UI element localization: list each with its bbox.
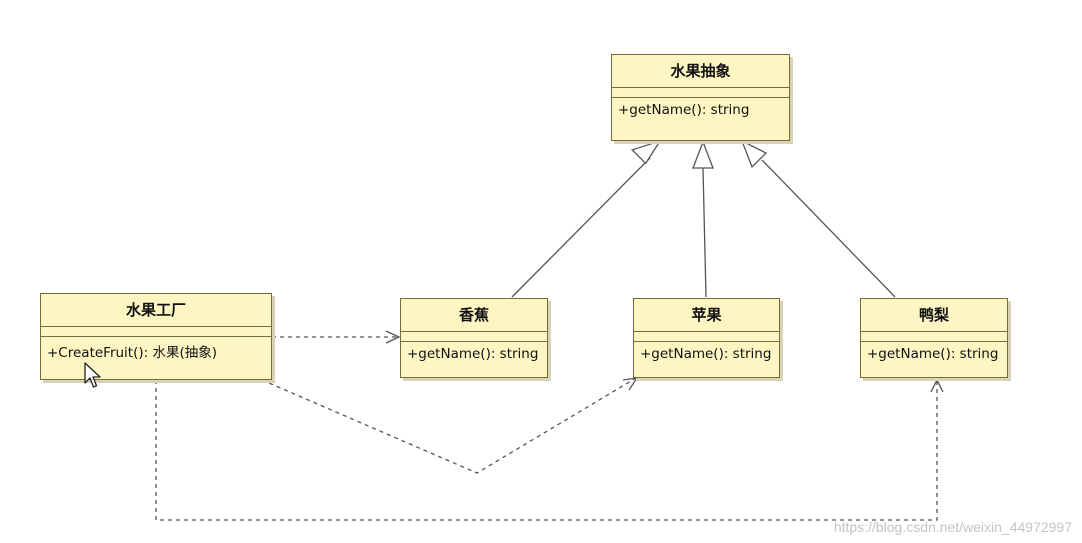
generalization-arrowhead-banana — [630, 139, 662, 165]
class-name: 苹果 — [634, 299, 779, 332]
class-fruit-factory[interactable]: 水果工厂 +CreateFruit(): 水果(抽象) — [40, 293, 272, 380]
class-operation: +getName(): string — [618, 102, 750, 118]
generalization-apple-to-abstract — [702, 167, 707, 298]
class-operation: +CreateFruit(): 水果(抽象) — [47, 345, 218, 361]
dependency-factory-to-apple — [261, 377, 637, 474]
dependency-arrowhead-banana — [385, 330, 401, 344]
class-attributes — [612, 88, 789, 98]
class-operation: +getName(): string — [407, 346, 539, 362]
class-banana[interactable]: 香蕉 +getName(): string — [400, 298, 548, 378]
class-name: 鸭梨 — [861, 299, 1007, 332]
dependency-arrowhead-pear — [930, 378, 944, 393]
generalization-pear-to-abstract — [761, 159, 896, 298]
class-name: 水果抽象 — [612, 55, 789, 88]
class-attributes — [41, 327, 271, 337]
class-name: 香蕉 — [401, 299, 547, 332]
dependency-factory-to-pear — [155, 380, 938, 521]
generalization-arrowhead-apple — [692, 140, 714, 169]
class-attributes — [634, 332, 779, 342]
class-apple[interactable]: 苹果 +getName(): string — [633, 298, 780, 378]
class-attributes — [861, 332, 1007, 342]
class-attributes — [401, 332, 547, 342]
class-operation: +getName(): string — [640, 346, 772, 362]
class-fruit-abstract[interactable]: 水果抽象 +getName(): string — [611, 54, 790, 141]
class-name: 水果工厂 — [41, 294, 271, 327]
dependency-arrowhead-apple — [622, 377, 639, 391]
watermark-url: https://blog.csdn.net/weixin_44972997 — [833, 519, 1072, 535]
generalization-arrowhead-pear — [740, 139, 768, 169]
class-pear[interactable]: 鸭梨 +getName(): string — [860, 298, 1008, 378]
class-operation: +getName(): string — [867, 346, 999, 362]
mouse-cursor-icon — [84, 362, 101, 388]
generalization-banana-to-abstract — [511, 157, 651, 298]
